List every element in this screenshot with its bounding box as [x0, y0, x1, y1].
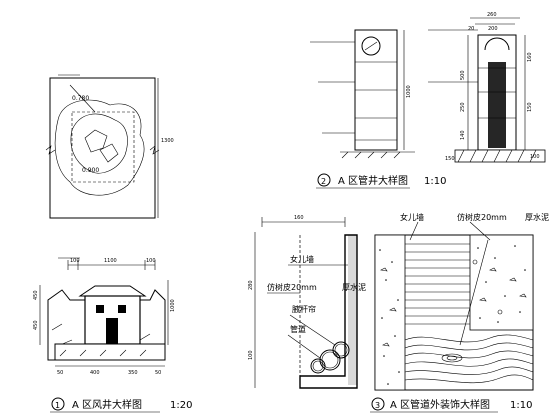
rock-facet [84, 129, 108, 153]
label-wood-strip: 仿树皮20mm [267, 282, 317, 292]
detail-scale-1: 1:20 [170, 400, 192, 411]
rock-contour-inner [70, 113, 128, 174]
plan3-label-wood-strip: 仿树皮20mm [457, 212, 507, 222]
detail-title-2: 2 A 区管井大样图 1:10 [316, 173, 446, 189]
detail-number-2: 2 [321, 177, 326, 186]
section-dim-c: 100 [146, 258, 156, 264]
vent-1 [96, 305, 104, 313]
detail-scale-3: 1:10 [510, 400, 532, 411]
pipe-large [319, 349, 341, 371]
rock-facet-2 [99, 143, 119, 163]
plan-dim-3: 1300 [161, 138, 174, 144]
pipe-b-top-dim-2: 200 [488, 26, 498, 32]
pipe-arch [484, 37, 510, 51]
detail-title-1: 1 A 区风井大样图 1:20 [50, 397, 192, 413]
plan-leader [69, 84, 96, 113]
section-dim-g: 50 [57, 370, 63, 376]
wood-grain [404, 334, 534, 384]
pipe-b-dim-1: 160 [527, 52, 533, 62]
pipe-b-dim-4: 250 [460, 102, 466, 112]
detail-number-1: 1 [55, 401, 60, 410]
pipe-decoration-plan: 女儿墙 仿树皮20mm 厚水泥 [374, 212, 549, 391]
break-mark-right [149, 145, 160, 155]
sec3-dim-left-1: 280 [248, 280, 254, 290]
plan-outline [49, 77, 156, 219]
detail-number-circle-1 [51, 397, 65, 411]
parapet-wall [299, 234, 358, 389]
section-dim-d: 450 [33, 290, 39, 300]
rock-contour-outer [54, 99, 145, 196]
concrete-aggregate [380, 259, 527, 347]
shaft-door [106, 318, 118, 344]
plan3-label-thick-rain: 厚水泥 [525, 212, 549, 222]
break-mark-left [45, 145, 56, 155]
pipe-medium [332, 341, 350, 359]
pipe-shaft-elevation-a: 1000 [310, 29, 415, 159]
pipe-b-dim-3: 500 [460, 70, 466, 80]
section-dim-h: 400 [90, 370, 100, 376]
pipe-decoration-section: 160 280 100 女儿墙 仿树皮20mm 厚水泥 腋杆帘 管道 [248, 215, 366, 389]
plan3-left-strip [374, 234, 406, 391]
detail-title-text-1: A 区风井大样图 [72, 398, 142, 411]
pipe-top-circle [361, 36, 381, 56]
air-shaft-section: 100 1100 100 450 450 1000 50 400 350 50 [33, 257, 176, 376]
pipe-b-top-dim-3: 20 [468, 26, 474, 32]
label-thick-rain: 厚水泥 [342, 282, 366, 292]
detail-number-circle-2 [317, 173, 331, 187]
plan-dim-1: 0.780 [72, 95, 89, 102]
pipe-b-dim-5: 140 [460, 130, 466, 140]
section-dim-e: 450 [33, 320, 39, 330]
section-dim-j: 50 [155, 370, 161, 376]
section-dim-b: 1100 [104, 258, 117, 264]
pipe-b-dim-6: 150 [445, 156, 455, 162]
plan-dim-2: 0.900 [82, 167, 99, 174]
sec3-dim-top: 160 [294, 215, 304, 221]
section-dim-f: 1000 [170, 299, 176, 312]
sec3-dim-left-2: 100 [248, 350, 254, 360]
detail-title-3: 3 A 区管道外装饰大样图 1:10 [370, 397, 532, 413]
label-pipe: 管道 [290, 324, 306, 334]
air-shaft-plan: 0.780 0.900 1300 [45, 74, 174, 219]
board-lines [405, 243, 470, 325]
pipe-core [488, 62, 506, 148]
label-grass-blank: 腋杆帘 [292, 304, 316, 314]
section-dim-a: 100 [70, 258, 80, 264]
shaft-cap [78, 285, 147, 297]
pipe-b-dim-2: 150 [527, 102, 533, 112]
detail-scale-2: 1:10 [424, 176, 446, 187]
detail-number-3: 3 [375, 401, 380, 410]
base-slab [54, 343, 166, 361]
concrete-stipple [379, 245, 526, 385]
pipe-small [310, 358, 326, 374]
shaft-opening-dashed [71, 111, 135, 183]
pipe-b-top-dim-1: 260 [487, 12, 497, 18]
detail-title-text-2: A 区管井大样图 [338, 174, 408, 187]
detail-number-circle-3 [371, 397, 385, 411]
pipe-b-dim-7: 100 [530, 154, 540, 160]
plan3-right-block [469, 234, 534, 331]
pipe-a-dim: 1000 [406, 85, 412, 98]
plan3-label-parapet: 女儿墙 [400, 212, 424, 222]
vent-2 [118, 305, 126, 313]
section-dim-i: 350 [128, 370, 138, 376]
pipe-shaft-elevation-b: 260 200 20 160 150 500 250 140 150 100 [428, 12, 546, 163]
label-parapet: 女儿墙 [290, 254, 314, 264]
detail-title-text-3: A 区管道外装饰大样图 [390, 398, 490, 411]
